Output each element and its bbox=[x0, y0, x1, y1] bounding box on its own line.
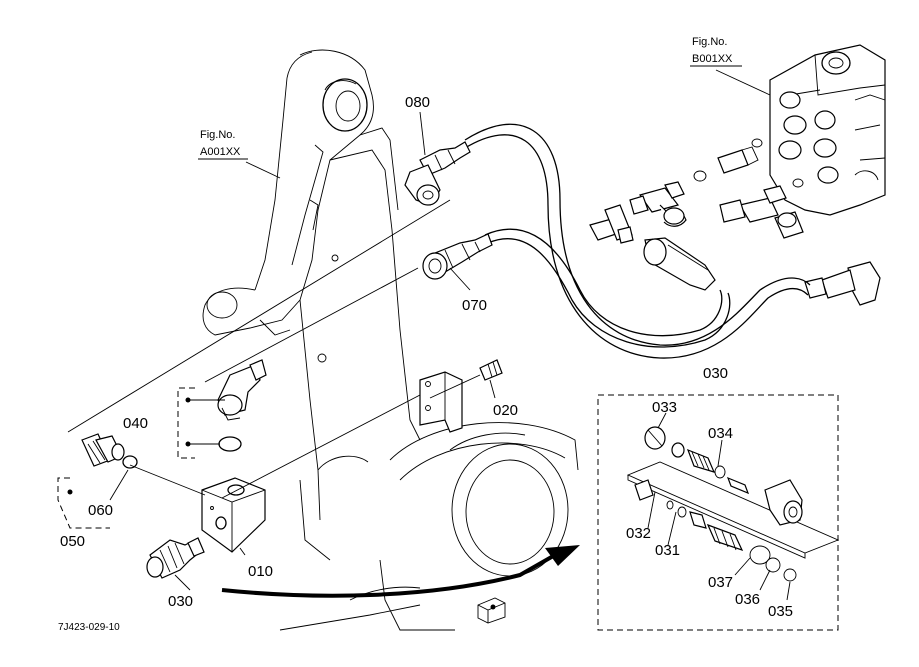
callout-050: 050 bbox=[60, 533, 85, 550]
control-valve bbox=[769, 44, 886, 216]
drawing-code: 7J423-029-10 bbox=[58, 622, 120, 633]
fig-ref-a-line1: Fig.No. bbox=[200, 129, 235, 141]
callout-036: 036 bbox=[735, 591, 760, 608]
callout-010: 010 bbox=[248, 563, 273, 580]
hose-070 bbox=[422, 233, 493, 280]
callout-035: 035 bbox=[768, 603, 793, 620]
leader-lines bbox=[57, 69, 771, 591]
callout-060: 060 bbox=[88, 502, 113, 519]
fig-ref-b-line1: Fig.No. bbox=[692, 36, 727, 48]
loader-frame bbox=[202, 49, 579, 631]
callout-034: 034 bbox=[708, 425, 733, 442]
callout-030-box: 030 bbox=[703, 365, 728, 382]
callout-031: 031 bbox=[655, 542, 680, 559]
valve-fittings bbox=[589, 138, 881, 306]
labels: Fig.No. A001XX Fig.No. B001XX 080 070 02… bbox=[58, 36, 793, 633]
hoses bbox=[464, 123, 811, 359]
relief-valve-030 bbox=[146, 537, 205, 579]
bracket-plate bbox=[419, 359, 503, 433]
callout-037: 037 bbox=[708, 574, 733, 591]
valve-block-010 bbox=[201, 477, 266, 553]
elbow-040 bbox=[217, 359, 267, 452]
callout-033: 033 bbox=[652, 399, 677, 416]
fig-ref-a-line2: A001XX bbox=[200, 146, 241, 158]
callout-070: 070 bbox=[462, 297, 487, 314]
callout-020: 020 bbox=[493, 402, 518, 419]
fig-ref-b-line2: B001XX bbox=[692, 53, 733, 65]
callout-040: 040 bbox=[123, 415, 148, 432]
detail-box-030 bbox=[597, 394, 840, 631]
fitting-050 bbox=[81, 433, 138, 469]
hose-080 bbox=[404, 141, 471, 206]
callout-030: 030 bbox=[168, 593, 193, 610]
direction-arrow bbox=[221, 545, 580, 598]
callout-080: 080 bbox=[405, 94, 430, 111]
callout-032: 032 bbox=[626, 525, 651, 542]
